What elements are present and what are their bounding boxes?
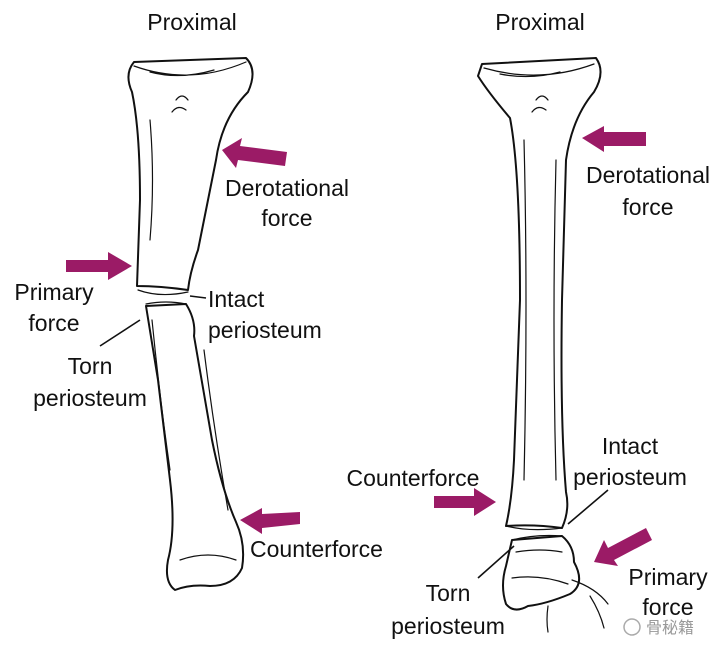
left-torn-leader — [99, 319, 141, 347]
left-primary-label: Primary — [14, 279, 94, 305]
left-counterforce-label: Counterforce — [250, 536, 383, 562]
left-primary-arrow — [66, 252, 132, 280]
left-derotational-label-2: force — [261, 205, 312, 231]
right-proximal-label: Proximal — [495, 9, 584, 35]
right-proximal-surface — [483, 63, 595, 481]
left-primary-label-2: force — [28, 310, 79, 336]
right-distal-surface — [511, 549, 569, 585]
watermark-logo-icon — [623, 618, 641, 636]
right-torn-label: Torn — [426, 580, 471, 606]
left-fracture-line — [137, 289, 189, 305]
right-lower-contour — [546, 579, 609, 633]
right-bone — [477, 57, 609, 633]
left-proximal-label: Proximal — [147, 9, 236, 35]
right-counterforce-label: Counterforce — [347, 465, 480, 491]
right-primary-arrow — [594, 528, 652, 566]
right-torn-leader — [477, 545, 515, 579]
left-proximal-fragment — [127, 57, 254, 291]
watermark-text: 骨秘籍 — [646, 619, 694, 637]
left-bone — [127, 57, 254, 591]
right-derotational-label-2: force — [622, 194, 673, 220]
left-torn-label: Torn — [68, 353, 113, 379]
left-intact-label-2: periosteum — [208, 317, 322, 343]
left-intact-leader — [189, 295, 207, 299]
right-primary-label-2: force — [642, 594, 693, 620]
right-primary-label: Primary — [628, 564, 708, 590]
right-intact-label: Intact — [602, 433, 659, 459]
left-derotational-arrow — [222, 138, 287, 168]
right-distal-fragment — [502, 535, 581, 611]
right-derotational-arrow — [582, 126, 646, 152]
right-torn-label-2: periosteum — [391, 613, 505, 639]
right-derotational-label: Derotational — [586, 162, 710, 188]
left-proximal-surface — [133, 61, 247, 241]
left-intact-label: Intact — [208, 286, 265, 312]
right-fracture-line — [505, 525, 563, 541]
right-proximal-fragment — [477, 57, 602, 529]
left-distal-fragment — [145, 303, 245, 591]
left-counterforce-arrow — [240, 508, 300, 534]
left-torn-label-2: periosteum — [33, 385, 147, 411]
left-derotational-label: Derotational — [225, 175, 349, 201]
right-intact-label-2: periosteum — [573, 464, 687, 490]
left-distal-surface — [151, 319, 237, 561]
right-intact-leader — [567, 489, 609, 525]
watermark: 骨秘籍 — [623, 618, 694, 637]
right-counterforce-arrow — [434, 488, 496, 516]
